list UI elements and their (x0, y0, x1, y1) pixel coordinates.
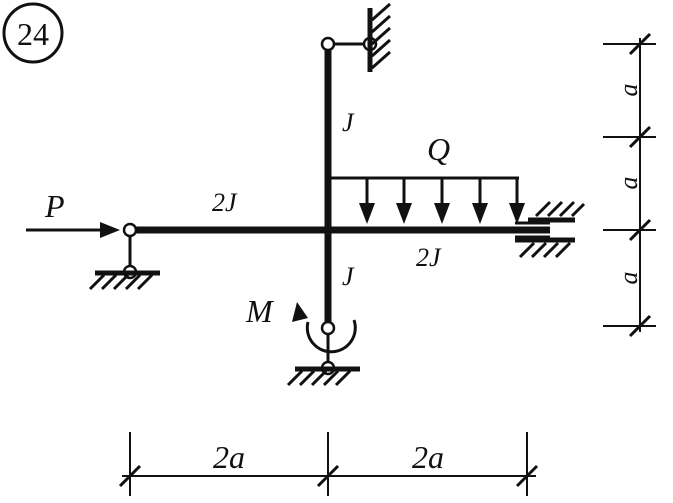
stiffness-bottom-label: J (342, 262, 355, 291)
vertical-dimension (603, 32, 656, 338)
problem-number-badge: 24 (2, 2, 64, 64)
force-p-arrow (26, 222, 120, 238)
dimension-horizontal-1: 2a (213, 439, 245, 475)
stiffness-top-label: J (342, 108, 355, 137)
moment-arrow (292, 302, 357, 354)
right-sleeve-support (515, 200, 586, 259)
problem-number: 24 (17, 16, 49, 52)
top-link-support (320, 2, 391, 72)
dimension-vertical-1: a (614, 84, 643, 97)
left-pin-support (88, 222, 160, 291)
horizontal-dimension (118, 432, 539, 496)
dimension-vertical-2: a (614, 177, 643, 190)
stiffness-right-label: 2J (416, 243, 442, 272)
frame (130, 45, 550, 328)
distributed-load-label: Q (427, 131, 450, 167)
dimension-vertical-3: a (614, 272, 643, 285)
force-label: P (44, 188, 65, 224)
stiffness-left-label: 2J (212, 188, 238, 217)
moment-label: M (245, 293, 275, 329)
bottom-pin-support (286, 320, 360, 387)
dimension-horizontal-2: 2a (412, 439, 444, 475)
distributed-load (331, 176, 525, 224)
